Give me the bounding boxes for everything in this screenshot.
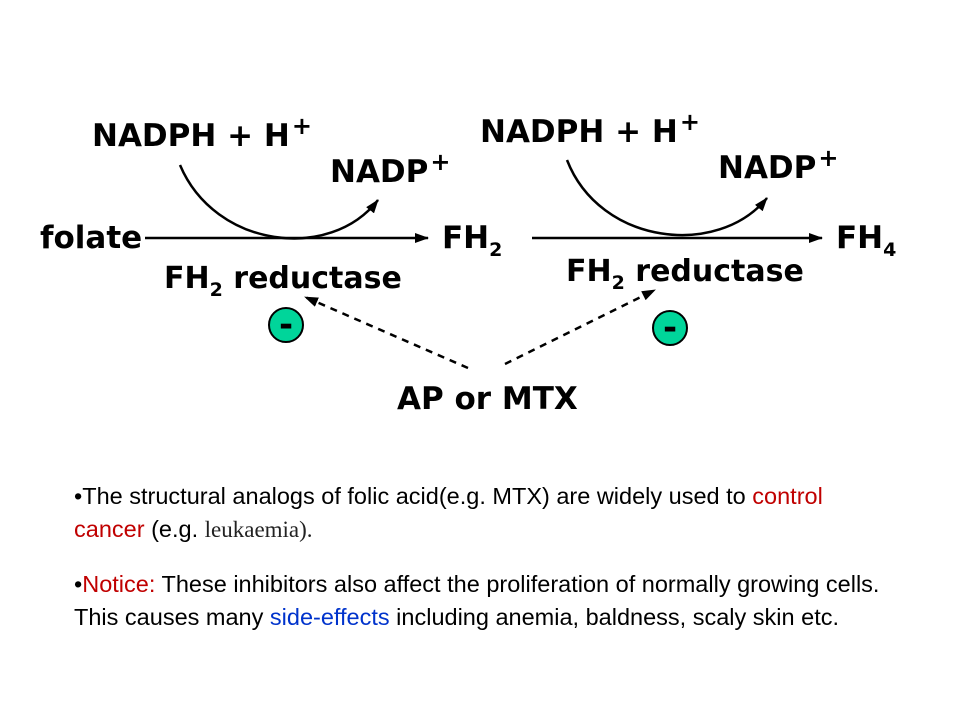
- intermediate-fh2: FH2: [442, 220, 502, 261]
- highlight-side-effects: side-effects: [269, 604, 390, 630]
- bullet-structural-analogs: •The structural analogs of folic acid(e.…: [74, 483, 823, 542]
- svg-text:-: -: [663, 308, 677, 348]
- inhibition-arrow-1: [304, 295, 469, 370]
- step1-cofactor-out: NADP+: [330, 148, 451, 190]
- inhibition-icon-2: -: [652, 308, 688, 348]
- inhibition-icon-1: -: [268, 305, 304, 345]
- step1-cofactor-in: NADPH + H+: [92, 112, 312, 154]
- bullet-notice: •Notice: These inhibitors also affect th…: [74, 571, 880, 630]
- step2-cofactor-in: NADPH + H+: [480, 108, 700, 150]
- inhibitor-label: AP or MTX: [397, 381, 578, 417]
- folate-reduction-diagram: NADPH + H+ NADP+ NADPH + H+ NADP+ folate…: [40, 108, 896, 417]
- bullet-list: •The structural analogs of folic acid(e.…: [74, 480, 894, 656]
- highlight-control-cancer: control cancer: [74, 483, 823, 542]
- cofactor-curve-arrow-2: [565, 159, 768, 237]
- substrate-folate: folate: [40, 220, 142, 256]
- cofactor-curve-arrow-1: [178, 164, 379, 240]
- notice-label: Notice:: [82, 571, 156, 597]
- enzyme-label-1: FH2 reductase: [164, 261, 402, 301]
- svg-text:-: -: [279, 305, 293, 345]
- enzyme-label-2: FH2 reductase: [566, 254, 804, 294]
- product-fh4: FH4: [836, 220, 896, 261]
- step2-cofactor-out: NADP+: [718, 144, 839, 186]
- term-leukaemia: leukaemia).: [204, 517, 313, 542]
- inhibition-arrow-2: [504, 288, 656, 366]
